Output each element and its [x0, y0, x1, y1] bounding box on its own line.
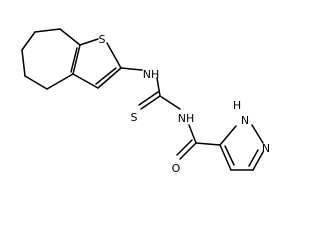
atom-label-s-ring: S: [99, 33, 106, 46]
bond: [251, 124, 264, 144]
bond: [72, 44, 81, 75]
bond: [46, 73, 74, 90]
bond: [138, 91, 159, 106]
atom-label-nh-amide: NH: [178, 112, 195, 125]
bond: [224, 145, 235, 166]
bond: [176, 139, 193, 156]
atom-label-s-thioxo: S: [131, 111, 138, 124]
bond: [70, 47, 78, 73]
bond: [140, 95, 161, 110]
molecule-structure: S NH S NH O H N N: [21, 28, 270, 175]
bond: [106, 42, 122, 69]
bond: [34, 28, 61, 33]
bond: [79, 38, 99, 46]
atom-label-n2-pyrazole: N: [262, 142, 270, 155]
bond: [95, 67, 117, 85]
bond: [21, 31, 36, 51]
bond: [188, 124, 197, 144]
atom-label-n1-pyrazole: N: [241, 114, 249, 127]
bond: [59, 28, 81, 46]
bond: [120, 67, 143, 71]
bond: [195, 142, 221, 146]
atom-label-h-pyrazole: H: [233, 99, 241, 112]
bond: [97, 67, 122, 89]
atom-label-nh-thio: NH: [143, 68, 160, 81]
bond: [21, 49, 26, 77]
bond: [159, 95, 181, 110]
bond: [248, 149, 259, 167]
bond: [252, 151, 264, 171]
bond: [156, 77, 161, 97]
atom-label-o-carbonyl: O: [172, 162, 181, 175]
bond: [179, 142, 197, 160]
bond: [24, 75, 48, 90]
bond-lines: [21, 28, 264, 171]
bond: [219, 144, 232, 171]
bond: [219, 125, 237, 146]
bond: [72, 73, 99, 89]
